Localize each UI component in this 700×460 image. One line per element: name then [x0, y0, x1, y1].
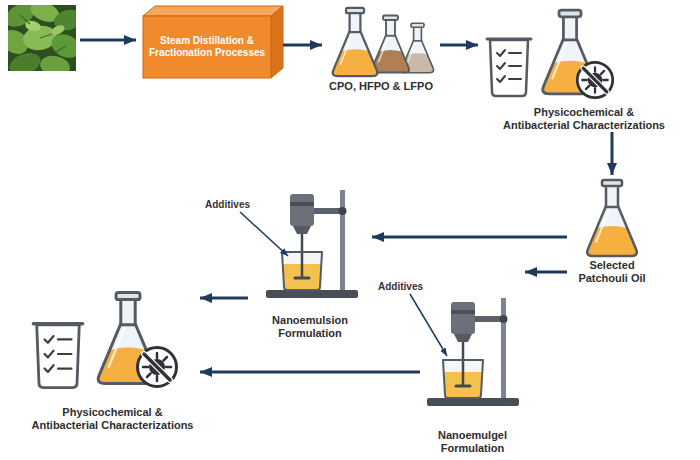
- flow-arrow: [200, 297, 248, 300]
- leader-arrow: [410, 294, 447, 356]
- stirrer-icon: [427, 298, 519, 406]
- oil-flasks: [333, 8, 434, 76]
- flask-icon: [372, 16, 409, 73]
- patchouli-photo: [8, 5, 76, 71]
- characterization-icons: [33, 292, 176, 387]
- node-text-area: Nanoemulgel Formulation: [420, 255, 525, 455]
- flow-arrow: [611, 132, 614, 175]
- annotation-label: Additives: [378, 281, 423, 292]
- node-label: Selected Patchouli Oil: [567, 259, 657, 285]
- flask-icon: [333, 8, 378, 76]
- node-text-area: Physicochemical & Antibacterial Characte…: [25, 285, 200, 432]
- flow-arrow: [372, 236, 567, 239]
- distillation-box: [143, 6, 283, 78]
- formulation-step: Nanoemulgel Formulation: [420, 255, 525, 455]
- node-text-area: Nanoemulsion Formulation: [248, 180, 372, 340]
- flow-arrow: [525, 271, 567, 274]
- flask-icon: [587, 180, 637, 256]
- flow-arrow: [283, 44, 322, 47]
- node-text-area: Steam Distillation & Fractionation Proce…: [143, 16, 271, 78]
- node-text-area: CPO, HFPO & LFPO: [322, 5, 440, 93]
- annotation-label: Additives: [205, 199, 250, 210]
- node-label: CPO, HFPO & LFPO: [329, 80, 433, 93]
- node-label: Steam Distillation & Fractionation Proce…: [145, 35, 269, 59]
- characterization-step: Physicochemical & Antibacterial Characte…: [478, 8, 690, 132]
- characterization-step: Physicochemical & Antibacterial Characte…: [25, 285, 200, 432]
- leader-arrow: [240, 212, 288, 256]
- characterization-icons: [487, 10, 613, 98]
- flow-arrow: [200, 371, 420, 374]
- flow-arrow: [440, 44, 478, 47]
- node-text-area: Selected Patchouli Oil: [567, 175, 657, 285]
- node-label: Nanoemulgel Formulation: [423, 429, 523, 455]
- antibacterial-icon: [138, 348, 177, 387]
- node-label: Physicochemical & Antibacterial Characte…: [502, 106, 667, 132]
- formulation-step: Nanoemulsion Formulation: [248, 180, 372, 340]
- beaker-icon: [487, 39, 531, 96]
- node-text-area: Physicochemical & Antibacterial Characte…: [478, 8, 690, 132]
- selected-oil: Selected Patchouli Oil: [567, 175, 657, 285]
- oil-samples: CPO, HFPO & LFPO: [322, 5, 440, 93]
- flow-arrow: [80, 39, 136, 42]
- node-label: Nanoemulsion Formulation: [260, 314, 360, 340]
- process-box: Steam Distillation & Fractionation Proce…: [143, 6, 283, 78]
- beaker-icon: [33, 324, 82, 388]
- node-label: Physicochemical & Antibacterial Characte…: [30, 406, 195, 432]
- antibacterial-icon: [577, 62, 612, 97]
- stirrer-icon: [266, 190, 358, 298]
